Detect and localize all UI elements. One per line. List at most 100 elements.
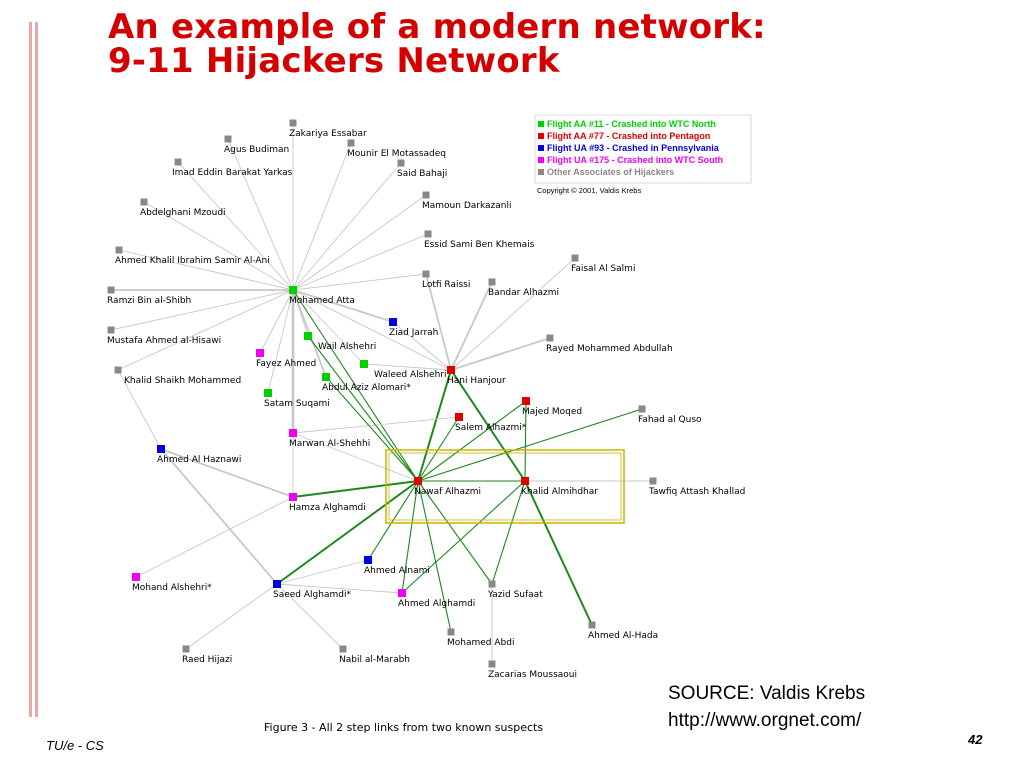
node-marker[interactable]	[588, 621, 596, 629]
node-marker[interactable]	[455, 413, 463, 421]
node-label: Mustafa Ahmed al-Hisawi	[107, 336, 221, 346]
node-marker[interactable]	[115, 246, 123, 254]
node-bahaji[interactable]: Said Bahaji	[397, 159, 447, 180]
node-abdi[interactable]: Mohamed Abdi	[447, 628, 514, 649]
node-fayez[interactable]: Fayez Ahmed	[256, 349, 316, 369]
node-suqami[interactable]: Satam Suqami	[264, 389, 330, 409]
edge-ksm-haznawi	[117, 369, 162, 450]
edge-bandar-hanjour	[450, 281, 493, 371]
node-motassadeq[interactable]: Mounir El Motassadeq	[347, 139, 446, 160]
node-marker[interactable]	[447, 366, 455, 374]
node-marker[interactable]	[339, 645, 347, 653]
node-marker[interactable]	[488, 660, 496, 668]
node-hisawi[interactable]: Mustafa Ahmed al-Hisawi	[107, 326, 221, 347]
node-marker[interactable]	[414, 477, 422, 485]
node-mohand[interactable]: Mohand Alshehri*	[132, 573, 212, 593]
node-marker[interactable]	[182, 645, 190, 653]
node-moqed[interactable]: Majed Moqed	[522, 397, 582, 417]
node-marabh[interactable]: Nabil al-Marabh	[339, 645, 410, 666]
node-label: Satam Suqami	[264, 399, 330, 409]
node-alnami[interactable]: Ahmed Alnami	[364, 556, 430, 576]
node-darkazanli[interactable]: Mamoun Darkazanli	[422, 191, 511, 212]
node-waleed[interactable]: Waleed Alshehri	[360, 360, 446, 380]
node-essabar[interactable]: Zakariya Essabar	[289, 119, 367, 140]
node-marker[interactable]	[398, 589, 406, 597]
node-alani[interactable]: Ahmed Khalil Ibrahim Samir Al-Ani	[115, 246, 270, 267]
node-marker[interactable]	[304, 332, 312, 340]
node-label: Ahmed Al-Hada	[588, 631, 658, 641]
node-marker[interactable]	[571, 254, 579, 262]
node-marker[interactable]	[289, 286, 297, 294]
node-marker[interactable]	[422, 191, 430, 199]
node-marker[interactable]	[264, 389, 272, 397]
node-salem[interactable]: Salem Alhazmi*	[455, 413, 527, 433]
node-atta[interactable]: Mohamed Atta	[289, 286, 355, 306]
node-hamza[interactable]: Hamza Alghamdi	[289, 493, 366, 513]
node-wail[interactable]: Wail Alshehri	[304, 332, 376, 352]
node-marker[interactable]	[289, 493, 297, 501]
node-rayed[interactable]: Rayed Mohammed Abdullah	[546, 334, 673, 355]
node-marker[interactable]	[132, 573, 140, 581]
node-khalid[interactable]: Khalid Almihdhar	[521, 477, 598, 497]
node-marker[interactable]	[273, 580, 281, 588]
highlight-box-inner	[388, 452, 622, 521]
node-marker[interactable]	[389, 318, 397, 326]
node-marker[interactable]	[649, 477, 657, 485]
node-omari[interactable]: Abdul Aziz Alomari*	[322, 373, 411, 393]
node-quso[interactable]: Fahad al Quso	[638, 405, 702, 426]
node-marker[interactable]	[488, 278, 496, 286]
page-number: 42	[968, 732, 983, 747]
node-yarkas[interactable]: Imad Eddin Barakat Yarkas	[172, 158, 293, 179]
node-marker[interactable]	[546, 334, 554, 342]
node-marker[interactable]	[224, 135, 232, 143]
source-url[interactable]: http://www.orgnet.com/	[668, 710, 862, 731]
node-haznawi[interactable]: Ahmed Al Haznawi	[157, 445, 241, 465]
node-marker[interactable]	[107, 326, 115, 334]
node-moussaoui[interactable]: Zacarias Moussaoui	[488, 660, 577, 681]
slide-red-bar-left	[29, 22, 32, 717]
node-marker[interactable]	[422, 270, 430, 278]
node-marker[interactable]	[360, 360, 368, 368]
node-saeed[interactable]: Saeed Alghamdi*	[273, 580, 351, 600]
node-marker[interactable]	[522, 397, 530, 405]
node-marker[interactable]	[256, 349, 264, 357]
node-jarrah[interactable]: Ziad Jarrah	[389, 318, 438, 338]
node-raissi[interactable]: Lotfi Raissi	[422, 270, 470, 291]
node-ahmedg[interactable]: Ahmed Alghamdi	[398, 589, 475, 609]
footer-institution: TU/e - CS	[46, 738, 104, 753]
node-marker[interactable]	[114, 366, 122, 374]
node-salmi[interactable]: Faisal Al Salmi	[571, 254, 635, 275]
node-ksm[interactable]: Khalid Shaikh Mohammed	[114, 366, 242, 387]
node-shibh[interactable]: Ramzi Bin al-Shibh	[107, 286, 191, 307]
node-marker[interactable]	[638, 405, 646, 413]
node-sufaat[interactable]: Yazid Sufaat	[487, 580, 543, 601]
edge-atta-wail	[292, 289, 309, 337]
node-marker[interactable]	[347, 139, 355, 147]
node-hada[interactable]: Ahmed Al-Hada	[588, 621, 658, 642]
node-hijazi[interactable]: Raed Hijazi	[182, 645, 232, 666]
node-marker[interactable]	[364, 556, 372, 564]
node-marker[interactable]	[521, 477, 529, 485]
node-marker[interactable]	[289, 119, 297, 127]
node-bandar[interactable]: Bandar Alhazmi	[488, 278, 559, 299]
node-marker[interactable]	[397, 159, 405, 167]
node-marker[interactable]	[289, 429, 297, 437]
node-marwan[interactable]: Marwan Al-Shehhi	[289, 429, 370, 449]
node-nawaf[interactable]: Nawaf Alhazmi	[414, 477, 481, 497]
edge-ahmedg-saeed	[276, 583, 403, 594]
node-budiman[interactable]: Agus Budiman	[224, 135, 289, 156]
node-marker[interactable]	[157, 445, 165, 453]
node-label: Tawfiq Attash Khallad	[648, 487, 745, 497]
node-khemais[interactable]: Essid Sami Ben Khemais	[424, 230, 535, 251]
node-mzoudi[interactable]: Abdelghani Mzoudi	[140, 198, 226, 219]
node-khallad[interactable]: Tawfiq Attash Khallad	[648, 477, 745, 498]
node-hanjour[interactable]: Hani Hanjour	[447, 366, 506, 386]
node-marker[interactable]	[322, 373, 330, 381]
node-marker[interactable]	[174, 158, 182, 166]
node-marker[interactable]	[447, 628, 455, 636]
node-marker[interactable]	[107, 286, 115, 294]
node-marker[interactable]	[140, 198, 148, 206]
node-marker[interactable]	[424, 230, 432, 238]
node-marker[interactable]	[488, 580, 496, 588]
